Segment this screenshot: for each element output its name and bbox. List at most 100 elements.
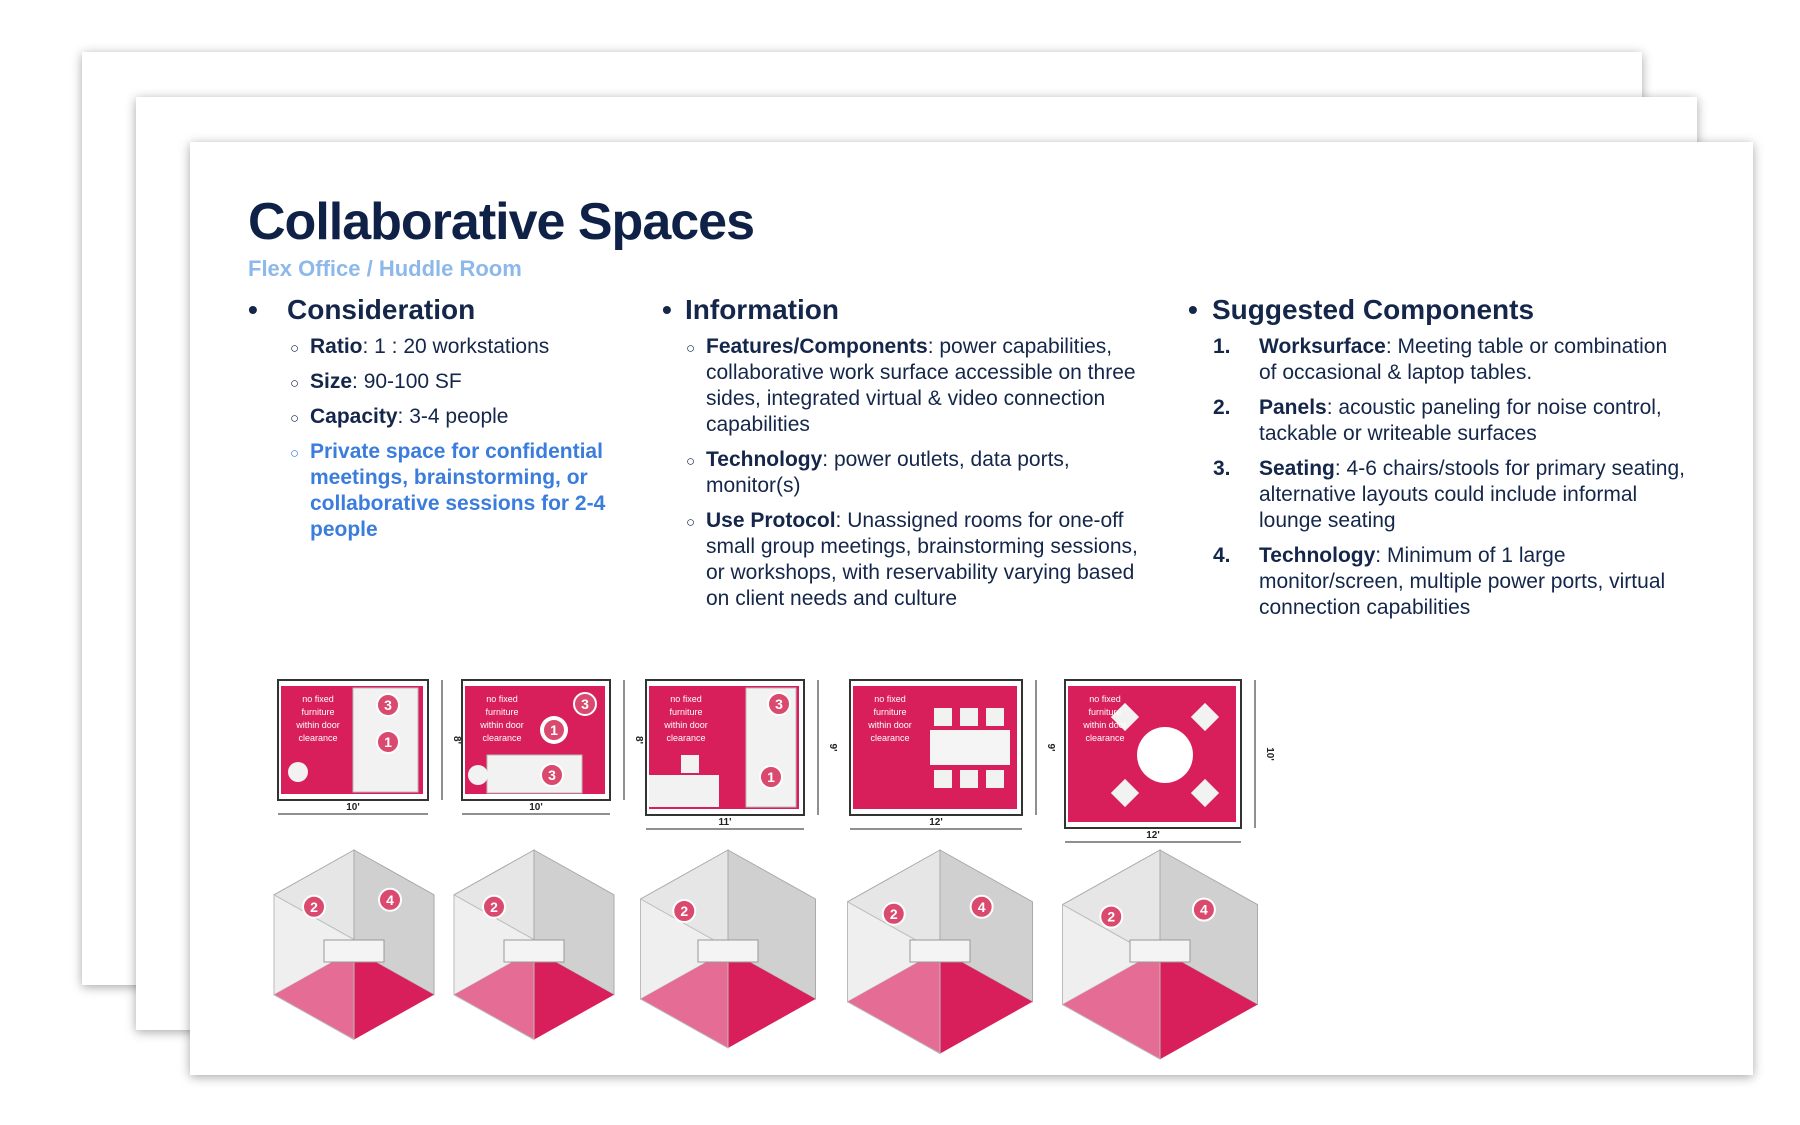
depth-dimension: 8'	[633, 736, 644, 744]
chair	[960, 770, 978, 788]
side-table	[288, 762, 308, 782]
width-dimension: 10'	[529, 802, 543, 813]
item-label: Technology	[706, 448, 823, 471]
number-badge	[881, 901, 906, 926]
glass-front-wall	[273, 893, 355, 1041]
chair	[1110, 778, 1140, 808]
round-table	[1137, 727, 1193, 783]
meeting-table	[930, 730, 1010, 765]
section-heading: • Information	[662, 294, 1162, 326]
glass-front-wall	[640, 898, 729, 1049]
furniture	[1129, 939, 1191, 963]
chair	[1190, 778, 1220, 808]
item-label: Seating	[1259, 457, 1335, 480]
item-number: 1.	[1213, 335, 1231, 358]
item-label: Ratio	[310, 335, 363, 358]
number-badge	[540, 763, 564, 787]
plan-note: within door	[663, 720, 708, 730]
item-text: : Unassigned rooms for one-off small gro…	[706, 509, 1138, 610]
badge-number: 1	[384, 734, 392, 750]
plan-note: clearance	[666, 733, 705, 743]
furniture	[697, 939, 759, 963]
chair	[934, 708, 952, 726]
consideration-column: • Consideration ○Ratio: 1 : 20 workstatio…	[248, 294, 648, 552]
badge-number: 2	[490, 899, 498, 915]
list-item: ○ Technology: power outlets, data ports, …	[686, 447, 1162, 499]
list-item: ○ Capacity: 3-4 people	[290, 404, 648, 430]
number-badge	[1191, 897, 1216, 922]
sofa	[486, 754, 583, 794]
glass-front-wall	[453, 893, 535, 1041]
badge-number: 3	[775, 696, 783, 712]
plan-note: clearance	[482, 733, 521, 743]
number-badge	[672, 899, 697, 923]
badge-number: 4	[978, 899, 986, 915]
plan-note: clearance	[1085, 733, 1124, 743]
side-table	[468, 765, 488, 785]
list-item: 1. Worksurface: Meeting table or combinat…	[1213, 334, 1688, 386]
desk	[649, 775, 719, 807]
depth-dimension: 9'	[1045, 744, 1056, 752]
heading-text: Consideration	[287, 294, 476, 325]
bullet-icon: •	[662, 294, 672, 325]
width-dimension: 10'	[346, 802, 360, 813]
item-number: 4.	[1213, 544, 1231, 567]
hollow-bullet-icon: ○	[290, 410, 300, 427]
item-text: : acoustic paneling for noise control, t…	[1259, 396, 1662, 445]
plan-note: furniture	[873, 707, 906, 717]
furniture	[909, 939, 971, 963]
item-label: Technology	[1259, 544, 1376, 567]
number-badge	[482, 894, 506, 919]
information-column: • Information ○Features/Components: power…	[662, 294, 1162, 621]
section-heading: • Consideration	[248, 294, 648, 326]
bullet-icon: •	[248, 294, 258, 325]
width-dimension: 12'	[929, 817, 943, 828]
item-number: 3.	[1213, 457, 1231, 480]
page-subtitle: Flex Office / Huddle Room	[248, 256, 522, 281]
list-item: ○Private space for confidential meetings…	[290, 439, 648, 543]
list-item: 3. Seating: 4-6 chairs/stools for primary…	[1213, 456, 1688, 534]
plan-note: no fixed	[1089, 694, 1121, 704]
plan-note: furniture	[485, 707, 518, 717]
number-badge	[573, 692, 597, 716]
plan-note: no fixed	[874, 694, 906, 704]
chair	[1190, 702, 1220, 732]
plan-note: within door	[479, 720, 524, 730]
list-item: ○Features/Components: power capabilities…	[686, 334, 1162, 438]
item-number: 2.	[1213, 396, 1231, 419]
number-badge	[969, 894, 994, 919]
list-item: ○Use Protocol: Unassigned rooms for one-…	[686, 508, 1162, 612]
badge-number: 4	[1200, 902, 1208, 918]
item-text: : 90-100 SF	[352, 370, 462, 393]
glass-front-wall	[1062, 903, 1161, 1061]
item-text: : 3-4 people	[397, 405, 509, 428]
badge-number: 3	[548, 767, 556, 783]
number-badge	[302, 894, 326, 919]
hollow-bullet-icon: ○	[290, 375, 300, 392]
item-label: Worksurface	[1259, 335, 1386, 358]
furniture	[503, 939, 565, 963]
chair	[934, 770, 952, 788]
heading-text: Information	[685, 294, 839, 325]
chair	[960, 708, 978, 726]
badge-number: 1	[550, 722, 558, 738]
badge-number: 2	[890, 906, 898, 922]
badge-number: 2	[680, 903, 688, 919]
item-text: : 4-6 chairs/stools for primary seating,…	[1259, 457, 1685, 532]
hollow-bullet-icon: ○	[686, 453, 696, 470]
plan-note: no fixed	[486, 694, 518, 704]
item-text: : power outlets, data ports, monitor(s)	[706, 448, 1070, 497]
plan-note: furniture	[1088, 707, 1121, 717]
list-item: ○Ratio: 1 : 20 workstations	[290, 334, 648, 360]
item-text: : Minimum of 1 large monitor/screen, mul…	[1259, 544, 1666, 619]
badge-number: 2	[1107, 909, 1115, 925]
item-text: : Meeting table or combination of occasi…	[1259, 335, 1668, 384]
list-item: ○Size: 90-100 SF	[290, 369, 648, 395]
furniture	[323, 939, 385, 963]
depth-dimension: 8'	[451, 736, 462, 744]
plan-note: furniture	[669, 707, 702, 717]
item-label: Capacity	[310, 405, 398, 428]
number-badge	[376, 693, 400, 717]
glass-front-wall	[847, 900, 941, 1055]
chair	[1110, 702, 1140, 732]
